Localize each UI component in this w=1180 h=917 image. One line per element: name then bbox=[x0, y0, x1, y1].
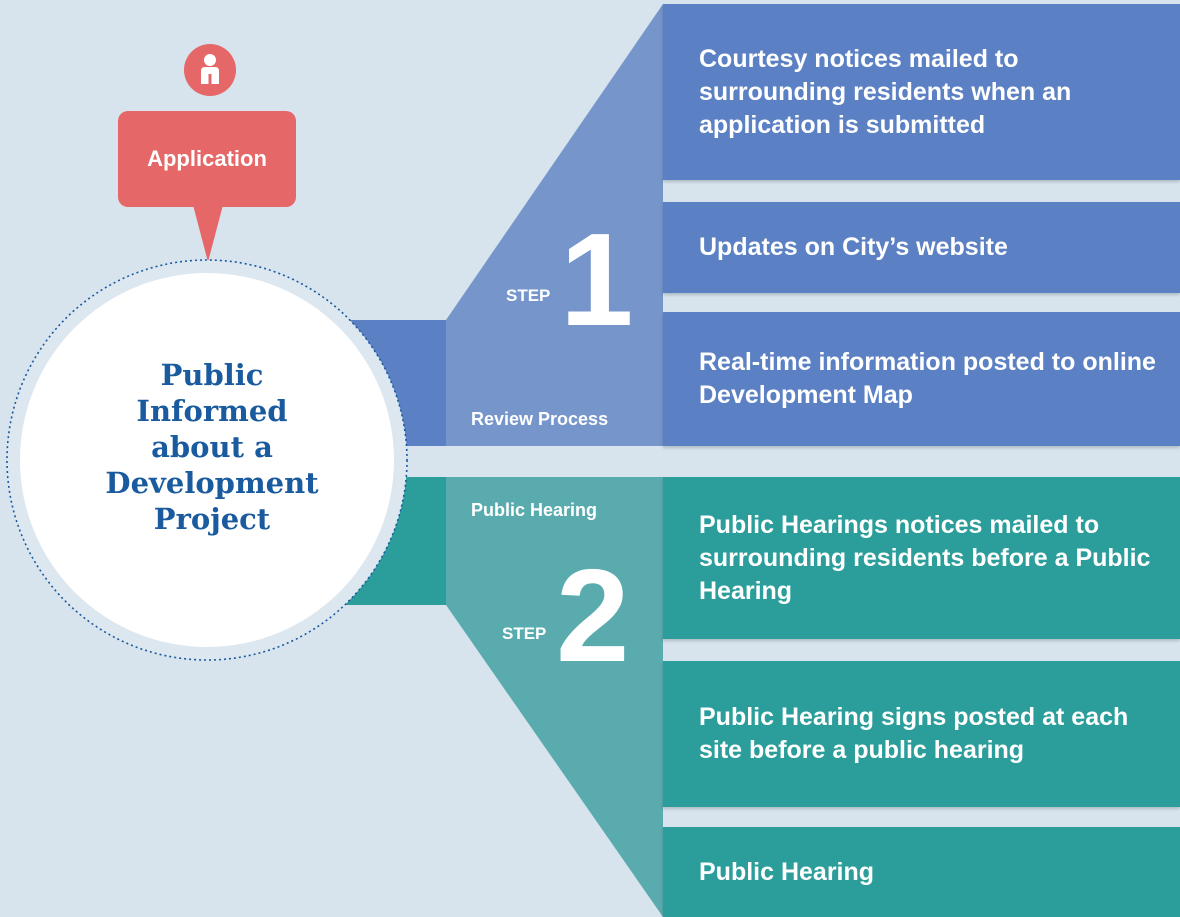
step1-item-text: Updates on City’s website bbox=[699, 233, 1008, 261]
center-line: about a bbox=[151, 430, 273, 464]
center-circle bbox=[20, 273, 394, 647]
step1-item-text: Courtesy notices mailed to surrounding r… bbox=[699, 44, 1072, 139]
center-line: Informed bbox=[136, 394, 288, 428]
step2-item-text: Public Hearings notices mailed to surrou… bbox=[699, 510, 1151, 605]
step2-number: 2 bbox=[556, 542, 630, 689]
step1-item-card: Real-time information posted to online D… bbox=[663, 312, 1180, 446]
step1-item-card: Courtesy notices mailed to surrounding r… bbox=[663, 4, 1180, 180]
step1-funnel bbox=[446, 4, 663, 446]
center-line: Public bbox=[160, 358, 264, 392]
person-icon bbox=[201, 54, 219, 84]
center-line: Development bbox=[105, 466, 319, 500]
step2-item-card: Public Hearing bbox=[663, 827, 1180, 917]
step1-number: 1 bbox=[560, 206, 634, 353]
application-badge: Application bbox=[118, 111, 296, 207]
center-title: Public Informed about a Development Proj… bbox=[52, 357, 372, 537]
center-line: Project bbox=[153, 502, 271, 536]
step2-word: STEP bbox=[502, 624, 547, 643]
person-badge bbox=[184, 44, 236, 96]
step2-item-text: Public Hearing bbox=[699, 857, 875, 886]
step1-phase: Review Process bbox=[471, 409, 609, 429]
step2-funnel bbox=[446, 477, 663, 917]
step1-item-text: Real-time information posted to online D… bbox=[699, 348, 1156, 409]
step1-item-card: Updates on City’s website bbox=[663, 202, 1180, 293]
step2-item-card: Public Hearing signs posted at each site… bbox=[663, 661, 1180, 807]
step2-item-card: Public Hearings notices mailed to surrou… bbox=[663, 477, 1180, 639]
step2-phase: Public Hearing bbox=[471, 500, 598, 520]
application-pointer bbox=[193, 205, 223, 262]
application-label: Application bbox=[147, 146, 267, 171]
step1-word: STEP bbox=[506, 286, 551, 305]
step2-item-text: Public Hearing signs posted at each site… bbox=[699, 703, 1129, 764]
